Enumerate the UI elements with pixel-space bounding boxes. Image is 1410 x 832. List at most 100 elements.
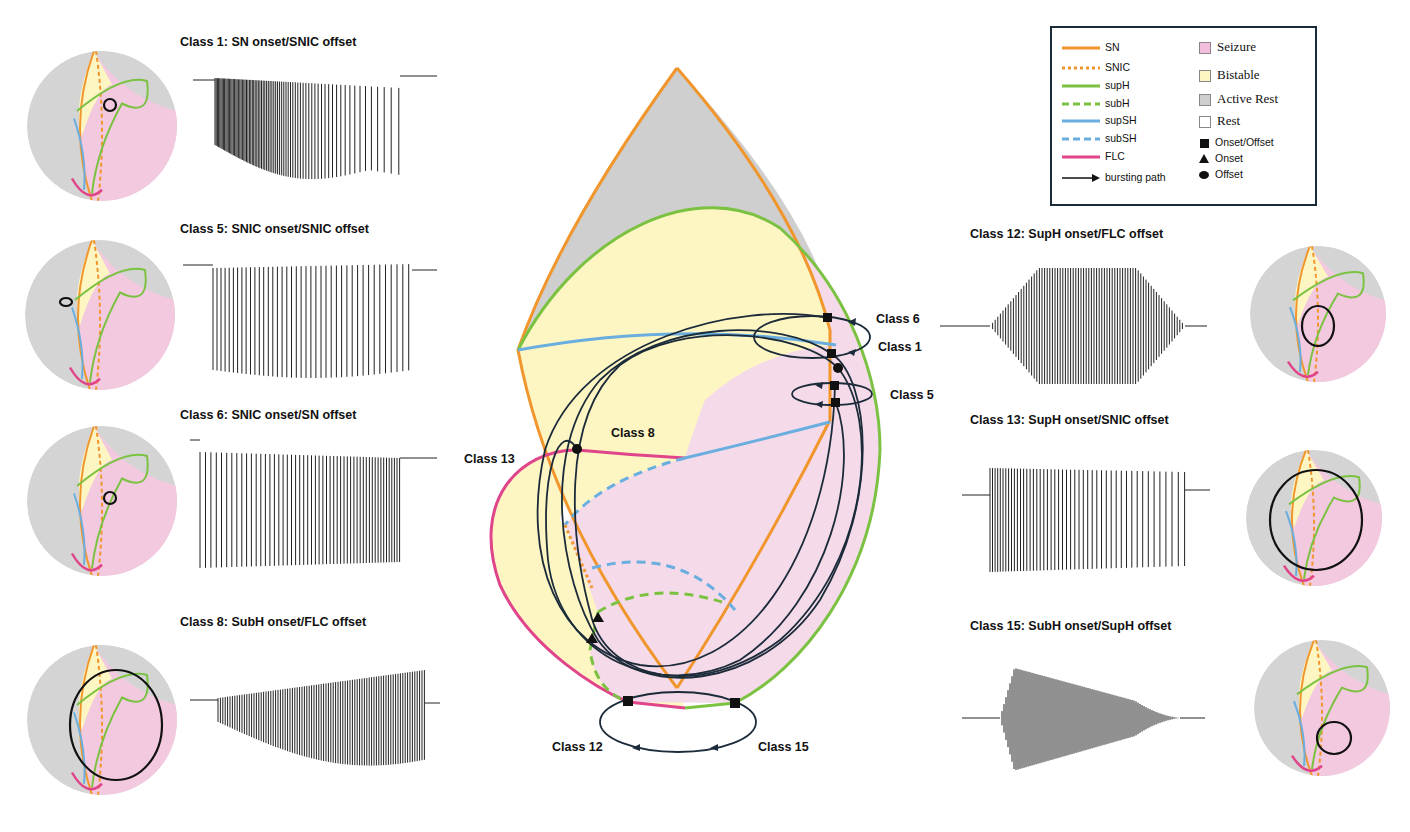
sketch-line [1284, 566, 1314, 581]
sketch-shape [1246, 450, 1382, 586]
panel-title: Class 8: SubH onset/FLC offset [180, 615, 366, 629]
class-label: Class 6 [874, 312, 922, 326]
sketch-line [1299, 640, 1332, 718]
sketch-line [96, 51, 102, 201]
legend-text: supSH [1105, 114, 1137, 126]
bursting-loop [60, 298, 72, 306]
panel-title: Class 12: SupH onset/FLC offset [970, 227, 1163, 241]
sphere [27, 645, 177, 795]
sketch-shape [27, 51, 177, 201]
sketch-line [1292, 756, 1322, 771]
legend-text: SN [1105, 41, 1120, 53]
sketch-line [1300, 640, 1314, 776]
bursting-paths [538, 314, 872, 752]
class-label: Class 12 [550, 740, 605, 754]
sketch-line [74, 119, 85, 190]
legend-swatch [1199, 70, 1211, 82]
sketch-line [96, 645, 102, 795]
bursting-loop [1270, 470, 1362, 570]
onset-offset-markers [572, 313, 843, 708]
waveform [190, 670, 440, 766]
sketch-line [1294, 701, 1305, 766]
legend-text: Active Rest [1217, 92, 1278, 107]
sphere [1254, 640, 1390, 776]
sketch-line [80, 426, 94, 576]
waveform [183, 264, 437, 378]
class-label: Class 8 [609, 426, 657, 440]
panel-title: Class 6: SNIC onset/SN offset [180, 408, 356, 422]
sketch-line [72, 179, 102, 196]
legend-text: Seizure [1217, 40, 1256, 55]
state-spheres [25, 51, 1390, 795]
class-label: Class 15 [756, 740, 811, 754]
panel-title: Class 13: SupH onset/SNIC offset [970, 413, 1169, 427]
sketch-line [1289, 476, 1360, 579]
legend-frame [1051, 27, 1316, 205]
sketch-line [1290, 307, 1301, 372]
legend-text: Bistable [1217, 68, 1260, 83]
path-arrows [632, 318, 856, 751]
sketch-line [1296, 246, 1310, 382]
sketch-line [72, 554, 102, 571]
sketch-shape [25, 240, 175, 390]
class-label: Class 1 [876, 340, 924, 354]
legend-text: bursting path [1105, 171, 1166, 183]
legend-swatch [1199, 94, 1211, 106]
sketch-line [1286, 511, 1297, 576]
panel-title: Class 1: SN onset/SNIC offset [180, 35, 356, 49]
bursting-loop [104, 99, 116, 111]
sketch-line [1316, 640, 1322, 776]
sphere [1246, 450, 1382, 586]
legend-text: Offset [1215, 168, 1243, 180]
sketch-line [75, 269, 146, 383]
sketch-line [77, 455, 148, 569]
bursting-loop [104, 492, 116, 504]
sphere [25, 240, 175, 390]
sketch-line [1297, 666, 1368, 769]
sketch-line [94, 240, 100, 390]
sketch-line [77, 80, 148, 194]
waveform [962, 668, 1205, 770]
legend-text: Onset [1215, 152, 1243, 164]
waveform [962, 468, 1210, 572]
sketch-line [1295, 246, 1328, 324]
sketch-line [96, 426, 102, 576]
legend-text: SNIC [1105, 61, 1130, 73]
sketch-shape [27, 645, 177, 795]
region-fills [491, 68, 880, 708]
sketch-line [70, 368, 100, 385]
waveform [940, 268, 1207, 384]
class-label: Class 13 [462, 452, 517, 466]
sketch-shape [1254, 640, 1390, 776]
bifurcation-curves [491, 68, 880, 708]
sketch-line [74, 494, 85, 565]
sphere [1250, 246, 1386, 382]
legend-text: subSH [1105, 132, 1137, 144]
legend-text: Rest [1217, 114, 1240, 129]
bursting-loop [1302, 306, 1334, 346]
sphere [27, 51, 177, 201]
legend-swatch [1199, 116, 1211, 128]
bursting-loop [1317, 722, 1351, 754]
sphere [27, 426, 177, 576]
sketch-line [1312, 246, 1318, 382]
panel-title: Class 5: SNIC onset/SNIC offset [180, 222, 369, 236]
legend-text: FLC [1105, 150, 1125, 162]
sketch-shape [27, 426, 177, 576]
legend-text: subH [1105, 97, 1130, 109]
sketch-line [77, 674, 148, 788]
sketch-shape [1250, 246, 1386, 382]
legend-text: Onset/Offset [1215, 136, 1274, 148]
sketch-line [80, 51, 94, 201]
sketch-line [1288, 362, 1318, 377]
bursting-loop [70, 670, 162, 780]
class-label: Class 5 [888, 388, 936, 402]
waveform [190, 440, 437, 568]
sketch-line [78, 240, 92, 390]
sketch-line [72, 308, 83, 379]
panel-title: Class 15: SubH onset/SupH offset [970, 619, 1171, 633]
waveform [193, 76, 437, 179]
legend-text: supH [1105, 79, 1130, 91]
sketch-line [1291, 450, 1324, 528]
sketch-line [1293, 272, 1364, 375]
